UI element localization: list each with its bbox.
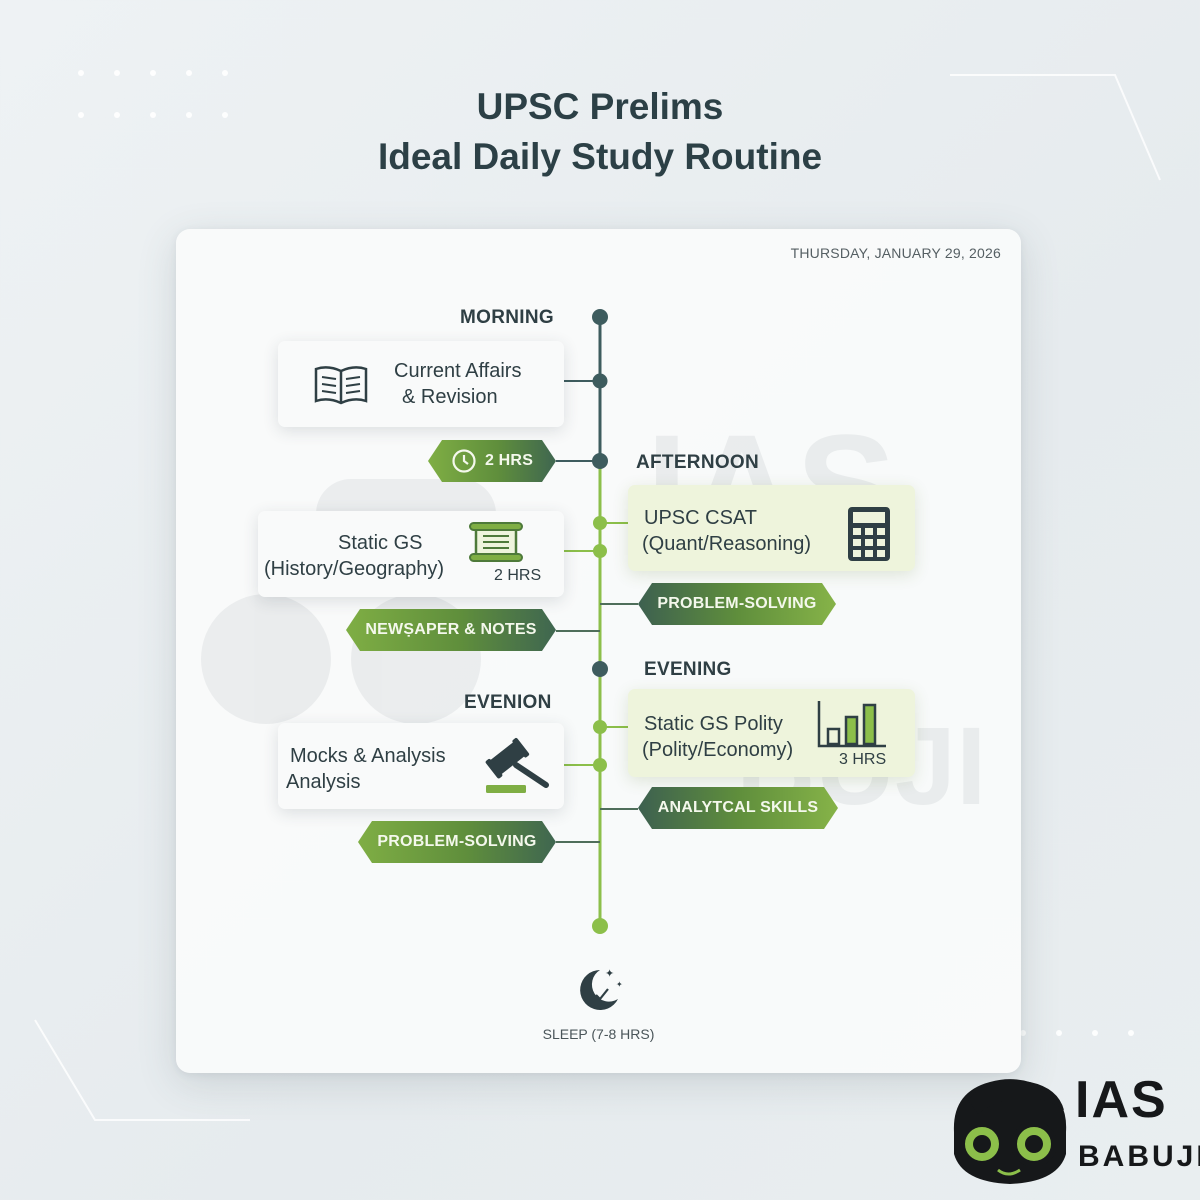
box-hrs: 3 HRS (839, 751, 887, 768)
timeline-node-afternoon (592, 453, 608, 469)
box-line2: Analysis (286, 771, 361, 793)
timeline-node-evening (592, 661, 608, 677)
box-upsc-csat: UPSC CSAT (Quant/Reasoning) (628, 485, 915, 571)
tag-analytical-skills: ANALYTCAL SKILLS (638, 787, 838, 829)
box-line2: (Polity/Economy) (642, 739, 794, 761)
box-hrs: 2 HRS (494, 567, 542, 584)
box-line1: Static GS Polity (644, 713, 783, 735)
tag-problem-solving-left: PROBLEM-SOLVING (358, 821, 556, 863)
timeline-node (593, 516, 607, 530)
scroll-icon (469, 522, 523, 562)
box-line1: UPSC CSAT (644, 507, 757, 529)
box-line1: Static GS (338, 532, 423, 554)
logo-text-ias: IAS (1075, 1071, 1168, 1129)
date-label: THURSDAY, JANUARY 29, 2026 (790, 245, 1001, 261)
box-line1: Mocks & Analysis (290, 745, 446, 767)
tag-newspaper-notes: NEWṢAPER & NOTES (346, 609, 556, 651)
box-line2: (History/Geography) (264, 558, 445, 580)
bar-chart-icon (817, 701, 886, 748)
box-current-affairs: Current Affairs & Revision (278, 341, 564, 427)
page-title-line1: UPSC Prelims (476, 86, 724, 127)
moon-icon: ✦ ✦ (580, 967, 623, 1010)
box-line2: & Revision (402, 386, 498, 408)
nerd-face-logo-icon (953, 1079, 1067, 1184)
section-label-morning: MORNING (460, 307, 554, 328)
timeline-node-morning (592, 309, 608, 325)
clock-icon (451, 448, 477, 474)
tag-2-hrs: 2 HRS (428, 440, 556, 482)
section-label-evenion: EVENION (464, 692, 552, 713)
box-mocks-analysis: Mocks & Analysis Analysis (278, 723, 564, 809)
timeline-node-end (592, 918, 608, 934)
page-title-line2: Ideal Daily Study Routine (377, 136, 823, 177)
timeline-node (593, 720, 607, 734)
logo-text-babuji: BABUJI (1078, 1140, 1200, 1173)
box-line2: (Quant/Reasoning) (642, 533, 811, 555)
sleep-label: SLEEP (7-8 HRS) (542, 1026, 655, 1042)
timeline-node (592, 373, 608, 389)
tag-label: 2 HRS (484, 452, 534, 469)
timeline-node (593, 758, 607, 772)
section-label-evening: EVENING (644, 659, 732, 680)
section-label-afternoon: AFTERNOON (636, 452, 760, 473)
calculator-icon (848, 507, 890, 561)
box-static-gs: Static GS (History/Geography) 2 HRS (258, 511, 564, 597)
tag-problem-solving-right: PROBLEM-SOLVING (638, 583, 836, 625)
routine-card: THURSDAY, JANUARY 29, 2026 IAS BUJI (176, 229, 1021, 1073)
box-line1: Current Affairs (394, 360, 522, 382)
open-book-icon (314, 366, 368, 405)
timeline-node (593, 544, 607, 558)
gavel-icon (485, 738, 549, 793)
svg-text:✦: ✦ (605, 967, 614, 980)
box-static-gs-polity: Static GS Polity (Polity/Economy) 3 HRS (628, 689, 915, 777)
timeline-graphic (556, 309, 638, 934)
svg-text:✦: ✦ (616, 980, 623, 989)
